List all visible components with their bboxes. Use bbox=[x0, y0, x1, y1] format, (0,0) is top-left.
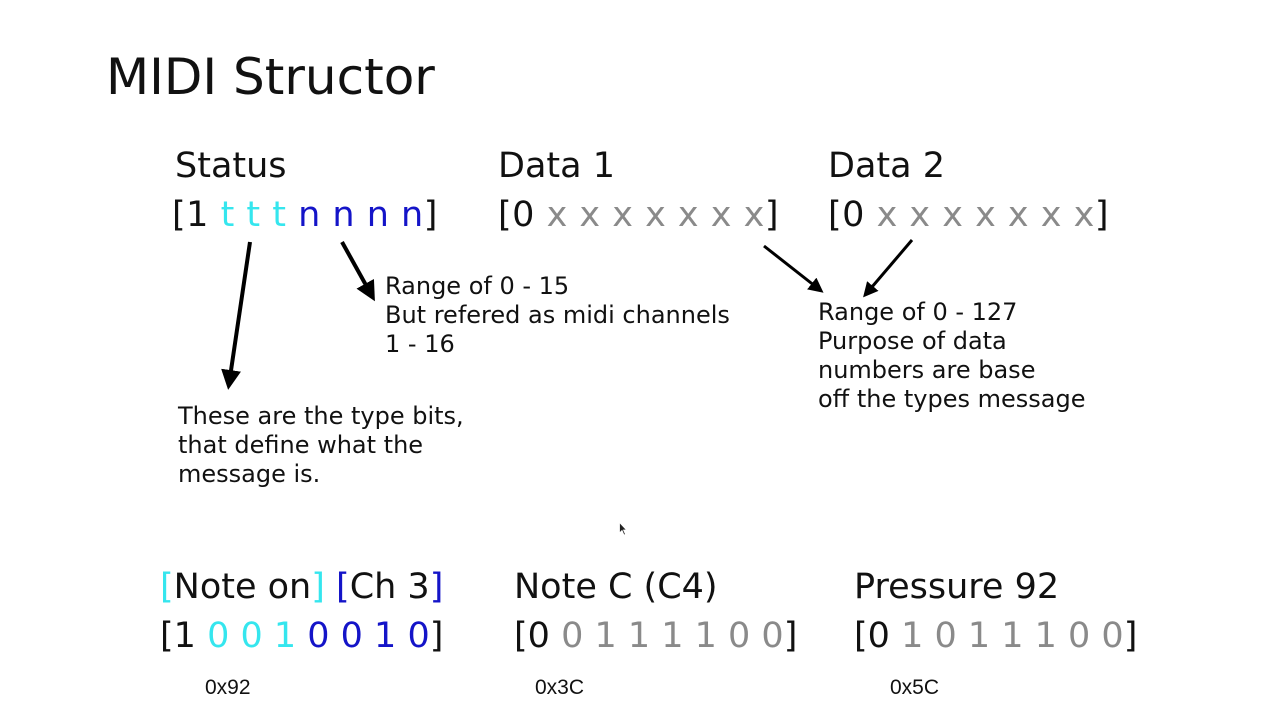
data2-close: ] bbox=[1094, 195, 1109, 235]
example-ch-label: Ch 3 bbox=[349, 567, 430, 607]
example-status-channel-bits: 0 0 1 0 bbox=[307, 616, 430, 656]
type-bits-note: These are the type bits, that define wha… bbox=[178, 402, 464, 488]
example-data2-open: [0 bbox=[854, 616, 902, 656]
status-type-bits: t t t bbox=[220, 195, 287, 235]
example-data1-heading: Note C (C4) bbox=[514, 567, 718, 607]
example-ch-open: [ bbox=[336, 567, 350, 607]
page-title: MIDI Structor bbox=[106, 48, 435, 106]
example-status-heading: [Note on] [Ch 3] bbox=[160, 567, 443, 607]
data1-close: ] bbox=[764, 195, 779, 235]
status-heading: Status bbox=[175, 146, 287, 186]
example-ch-close: ] bbox=[429, 567, 444, 607]
status-open: [1 bbox=[172, 195, 221, 235]
channel-range-note: Range of 0 - 15 But refered as midi chan… bbox=[385, 272, 730, 358]
example-data1-value-bits: 0 1 1 1 1 0 0 bbox=[561, 616, 784, 656]
example-data1-close: ] bbox=[783, 616, 798, 656]
data1-x-bits: x x x x x x x bbox=[546, 195, 765, 235]
example-data2-value-bits: 1 0 1 1 1 0 0 bbox=[901, 616, 1124, 656]
status-bits: [1 t t t n n n n] bbox=[172, 195, 438, 235]
example-data1-bits: [0 0 1 1 1 1 0 0] bbox=[514, 616, 797, 656]
data1-bits: [0 x x x x x x x] bbox=[498, 195, 779, 235]
data2-bits: [0 x x x x x x x] bbox=[828, 195, 1109, 235]
mouse-cursor-icon bbox=[619, 522, 627, 536]
example-status-bits: [1 0 0 1 0 0 1 0] bbox=[160, 616, 443, 656]
example-data1-hex: 0x3C bbox=[535, 676, 585, 699]
example-type-label: Note on bbox=[173, 567, 312, 607]
arrow-type-bits bbox=[221, 241, 252, 390]
status-channel-bits: n n n n bbox=[298, 195, 424, 235]
example-type-close: ] bbox=[311, 567, 325, 607]
example-status-open: [1 bbox=[160, 616, 208, 656]
example-data2-bits: [0 1 0 1 1 1 0 0] bbox=[854, 616, 1137, 656]
arrow-channel-bits bbox=[340, 241, 375, 302]
data2-heading: Data 2 bbox=[828, 146, 945, 186]
status-close: ] bbox=[423, 195, 438, 235]
data-range-note: Range of 0 - 127 Purpose of data numbers… bbox=[818, 298, 1086, 413]
data2-x-bits: x x x x x x x bbox=[876, 195, 1095, 235]
data1-heading: Data 1 bbox=[498, 146, 615, 186]
arrow-data1 bbox=[763, 244, 824, 293]
example-type-open: [ bbox=[160, 567, 174, 607]
data1-open: [0 bbox=[498, 195, 547, 235]
example-status-type-bits: 0 0 1 bbox=[207, 616, 297, 656]
example-data2-heading: Pressure 92 bbox=[854, 567, 1060, 607]
arrow-data2 bbox=[863, 239, 914, 298]
example-data1-open: [0 bbox=[514, 616, 562, 656]
data2-open: [0 bbox=[828, 195, 877, 235]
example-status-hex: 0x92 bbox=[205, 676, 251, 699]
example-data2-hex: 0x5C bbox=[890, 676, 940, 699]
example-status-close: ] bbox=[429, 616, 444, 656]
example-data2-close: ] bbox=[1123, 616, 1138, 656]
